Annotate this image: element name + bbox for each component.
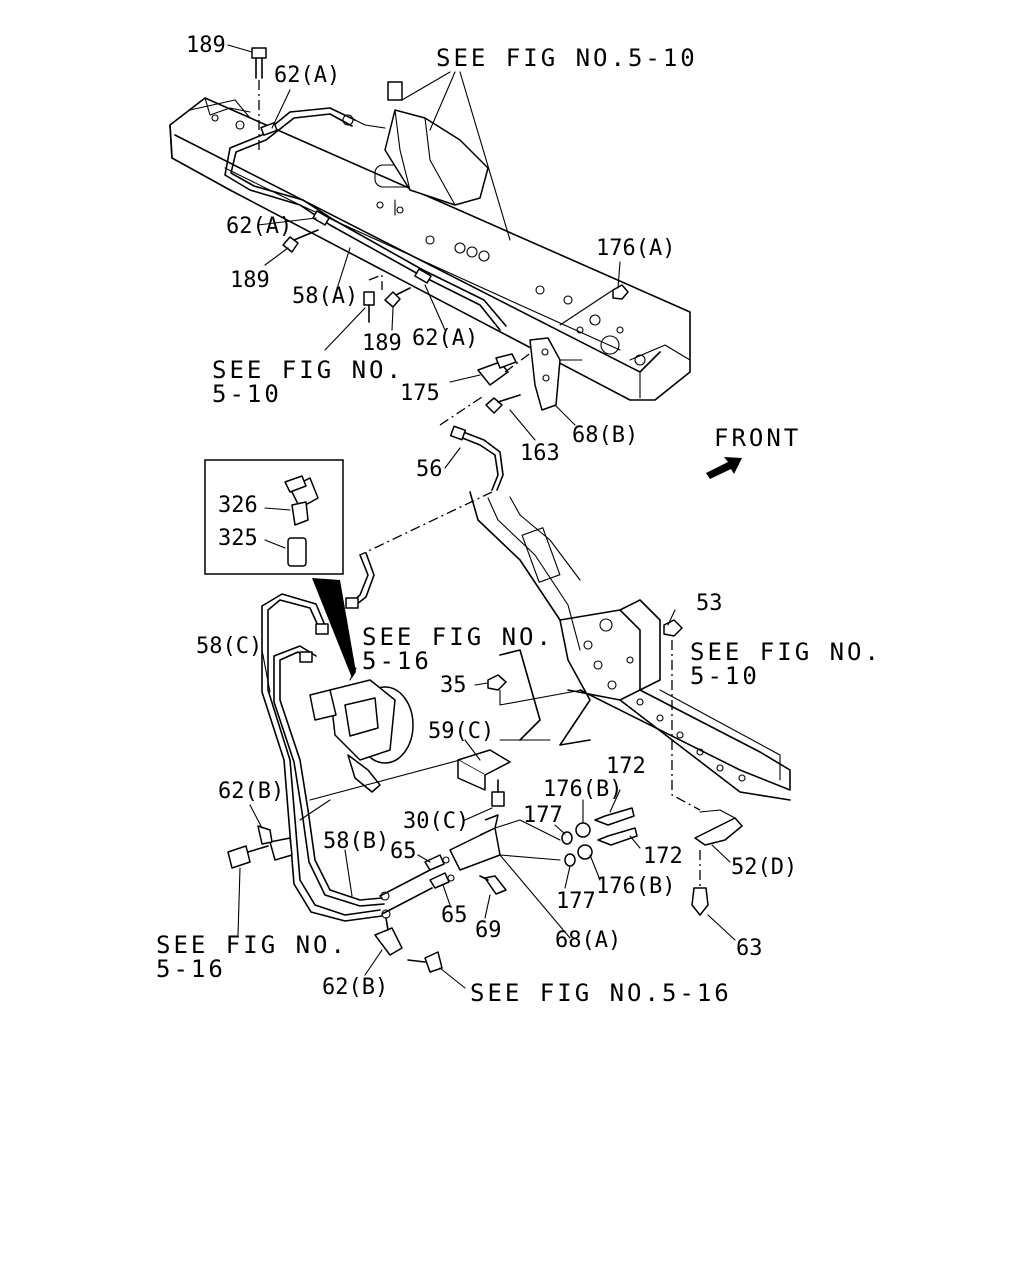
label-172-lower: 172 bbox=[643, 844, 683, 869]
label-62a-top: 62(A) bbox=[274, 63, 340, 88]
label-see-fig-5-10-top: SEE FIG NO.5-10 bbox=[436, 44, 698, 72]
pipe-58b bbox=[379, 869, 433, 919]
label-see-fig-5-16-left-2: 5-16 bbox=[156, 955, 226, 983]
label-35: 35 bbox=[440, 673, 467, 698]
label-176a: 176(A) bbox=[596, 236, 675, 261]
lower-frame-rail bbox=[469, 491, 791, 801]
nuts-176b bbox=[575, 822, 593, 860]
connector-175 bbox=[477, 351, 533, 386]
bolt-189-top bbox=[251, 47, 267, 150]
label-53: 53 bbox=[696, 591, 723, 616]
callout-labels: 189 62(A) SEE FIG NO.5-10 62(A) 189 58(A… bbox=[156, 33, 882, 1007]
valve-assembly-top bbox=[342, 81, 489, 216]
leader-lines bbox=[227, 44, 736, 989]
bracket-59c bbox=[299, 739, 551, 821]
label-front: FRONT bbox=[714, 424, 801, 452]
bolt-189-mid bbox=[282, 229, 411, 323]
label-see-fig-5-10-left-2: 5-10 bbox=[212, 380, 282, 408]
label-see-fig-5-10-right-2: 5-10 bbox=[690, 662, 760, 690]
label-189-lower: 189 bbox=[362, 331, 402, 356]
label-see-fig-5-10-right-1: SEE FIG NO. bbox=[690, 638, 882, 666]
bolts-172 bbox=[594, 807, 638, 846]
label-62a-lower: 62(A) bbox=[412, 326, 478, 351]
label-65-lower: 65 bbox=[441, 903, 468, 928]
label-68b: 68(B) bbox=[572, 423, 638, 448]
label-62b-bottom: 62(B) bbox=[322, 975, 388, 1000]
bracket-68b bbox=[529, 337, 583, 411]
label-325: 325 bbox=[218, 526, 258, 551]
label-see-fig-5-16-center-1: SEE FIG NO. bbox=[362, 623, 554, 651]
inset-box bbox=[204, 459, 344, 575]
label-56: 56 bbox=[416, 457, 443, 482]
label-172-top: 172 bbox=[606, 754, 646, 779]
clamp-52d bbox=[694, 809, 743, 846]
label-see-fig-5-16-left-1: SEE FIG NO. bbox=[156, 931, 348, 959]
air-valve-lower bbox=[309, 667, 414, 793]
pipe-58c bbox=[261, 593, 385, 922]
label-52d: 52(D) bbox=[731, 855, 797, 880]
clip-62b-bottom bbox=[374, 917, 443, 973]
fittings-65 bbox=[424, 854, 455, 889]
pipe-58a bbox=[224, 107, 507, 331]
label-163: 163 bbox=[520, 441, 560, 466]
label-69: 69 bbox=[475, 918, 502, 943]
bolt-30c bbox=[491, 779, 505, 807]
pointer-wedge bbox=[312, 578, 356, 678]
bolt-63 bbox=[691, 850, 709, 916]
upper-frame-crossmember bbox=[169, 97, 691, 401]
front-arrow-icon bbox=[706, 457, 742, 479]
label-see-fig-5-10-left-1: SEE FIG NO. bbox=[212, 356, 404, 384]
label-176b-top: 176(B) bbox=[543, 777, 622, 802]
label-59c: 59(C) bbox=[428, 719, 494, 744]
label-58c: 58(C) bbox=[196, 634, 262, 659]
label-62a-mid: 62(A) bbox=[226, 214, 292, 239]
label-58a: 58(A) bbox=[292, 284, 358, 309]
hose-56 bbox=[345, 394, 504, 609]
nut-176a bbox=[559, 284, 629, 326]
label-326: 326 bbox=[218, 493, 258, 518]
nut-35 bbox=[487, 674, 583, 706]
bolt-163 bbox=[485, 394, 521, 414]
label-58b: 58(B) bbox=[323, 829, 389, 854]
bolt-69 bbox=[479, 875, 507, 895]
label-177-top: 177 bbox=[523, 803, 563, 828]
label-175: 175 bbox=[400, 381, 440, 406]
label-see-fig-5-16-bottom: SEE FIG NO.5-16 bbox=[470, 979, 732, 1007]
label-189-top: 189 bbox=[186, 33, 226, 58]
label-176b-lower: 176(B) bbox=[596, 874, 675, 899]
label-see-fig-5-16-center-2: 5-16 bbox=[362, 647, 432, 675]
washers-177 bbox=[561, 831, 576, 867]
label-62b-left: 62(B) bbox=[218, 779, 284, 804]
label-177-lower: 177 bbox=[556, 889, 596, 914]
label-65-top: 65 bbox=[390, 839, 417, 864]
label-189-mid: 189 bbox=[230, 268, 270, 293]
label-68a: 68(A) bbox=[555, 928, 621, 953]
label-30c: 30(C) bbox=[403, 809, 469, 834]
label-63: 63 bbox=[736, 936, 763, 961]
clip-62b-left bbox=[227, 825, 293, 869]
